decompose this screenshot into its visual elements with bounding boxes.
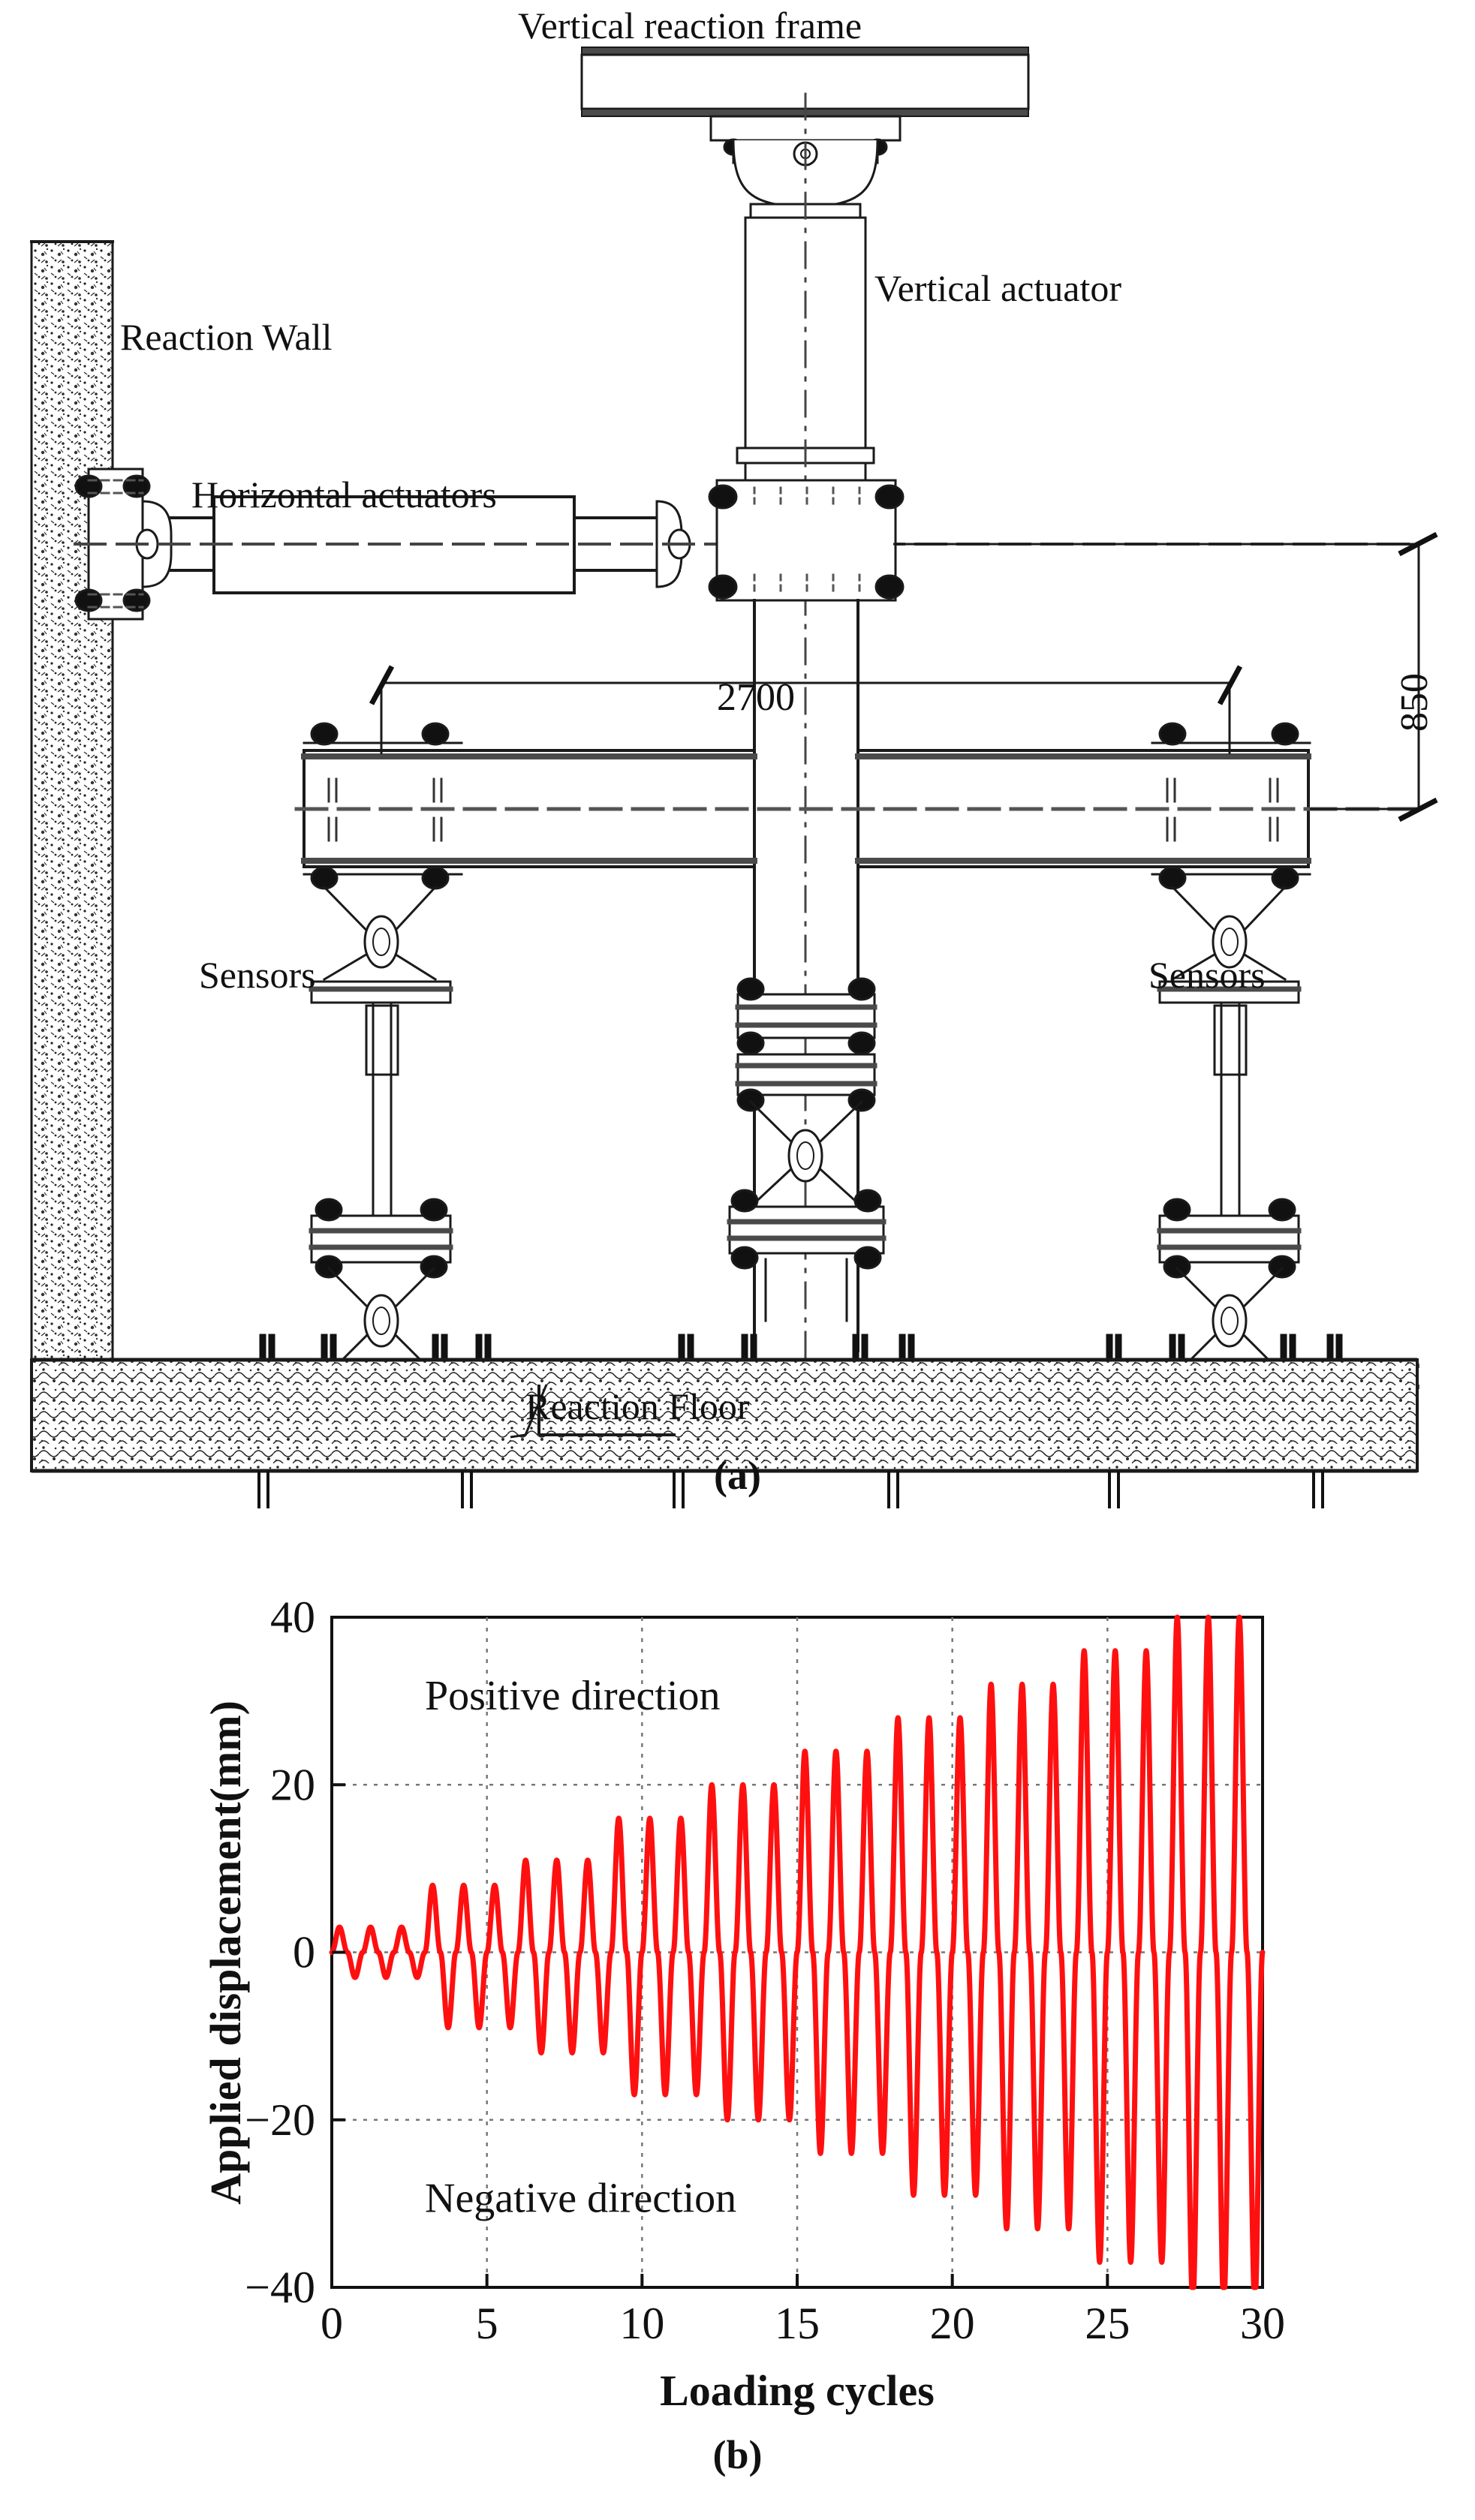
label-sensors-right: Sensors — [1148, 954, 1266, 996]
dimension-lines — [369, 531, 1438, 822]
support-left — [309, 885, 453, 1376]
panel-a-test-setup: Vertical reaction frame Vertical actuato… — [30, 5, 1438, 1508]
chart-y-tick-label: 0 — [293, 1928, 315, 1977]
chart-y-tick-label: 20 — [270, 1760, 315, 1809]
sensor-right-body — [1213, 1004, 1248, 1076]
reaction-floor-leader — [510, 1384, 548, 1439]
chart-series-applied-displacement — [329, 1614, 1266, 2290]
label-sensors-left: Sensors — [199, 954, 316, 996]
specimen-cross-beam — [294, 722, 1421, 890]
annotation-negative-direction: Negative direction — [425, 2176, 736, 2222]
chart-y-ticks: 40 20 0 −20 −40 — [245, 1592, 345, 2312]
chart-y-tick-label: −20 — [245, 2095, 315, 2145]
annotation-positive-direction: Positive direction — [425, 1673, 721, 1719]
chart-x-tick-label: 20 — [930, 2299, 975, 2348]
label-vertical-actuator: Vertical actuator — [874, 267, 1121, 309]
reaction-wall — [30, 240, 114, 1361]
chart-x-tick-label: 25 — [1085, 2299, 1130, 2348]
chart-y-tick-label: −40 — [245, 2263, 315, 2312]
loading-head-block — [708, 479, 905, 602]
sensor-left-body — [365, 1004, 399, 1076]
reaction-floor-slab — [30, 1358, 1419, 1508]
chart-x-tick-label: 5 — [476, 2299, 498, 2348]
chart-x-axis-label: Loading cycles — [660, 2366, 935, 2415]
label-horizontal-actuators: Horizontal actuators — [191, 474, 497, 516]
dimension-label-850: 850 — [1393, 673, 1436, 732]
support-right — [1157, 885, 1302, 1376]
chart-y-tick-label: 40 — [270, 1592, 315, 1642]
label-reaction-wall: Reaction Wall — [120, 316, 333, 358]
caption-panel-a: (a) — [714, 1453, 761, 1498]
loading-protocol-chart: 0 5 10 15 20 25 30 40 20 0 −20 −40 Positive direct… — [201, 1592, 1285, 2415]
chart-x-tick-label: 10 — [619, 2299, 664, 2348]
chart-x-tick-label: 15 — [775, 2299, 820, 2348]
chart-x-tick-label: 30 — [1240, 2299, 1285, 2348]
panel-b-loading-protocol: 0 5 10 15 20 25 30 40 20 0 −20 −40 Positive direct… — [0, 1508, 1475, 2520]
chart-x-ticks: 0 5 10 15 20 25 30 — [321, 2274, 1285, 2348]
dimension-label-2700: 2700 — [717, 676, 795, 719]
caption-panel-b: (b) — [712, 2432, 763, 2477]
label-vertical-reaction-frame: Vertical reaction frame — [518, 5, 862, 47]
label-reaction-floor: Reaction Floor — [525, 1385, 750, 1427]
chart-x-tick-label: 0 — [321, 2299, 343, 2348]
support-center — [727, 977, 887, 1322]
chart-y-axis-label: Applied displacement(mm) — [201, 1701, 250, 2205]
test-setup-drawing — [30, 47, 1438, 1508]
